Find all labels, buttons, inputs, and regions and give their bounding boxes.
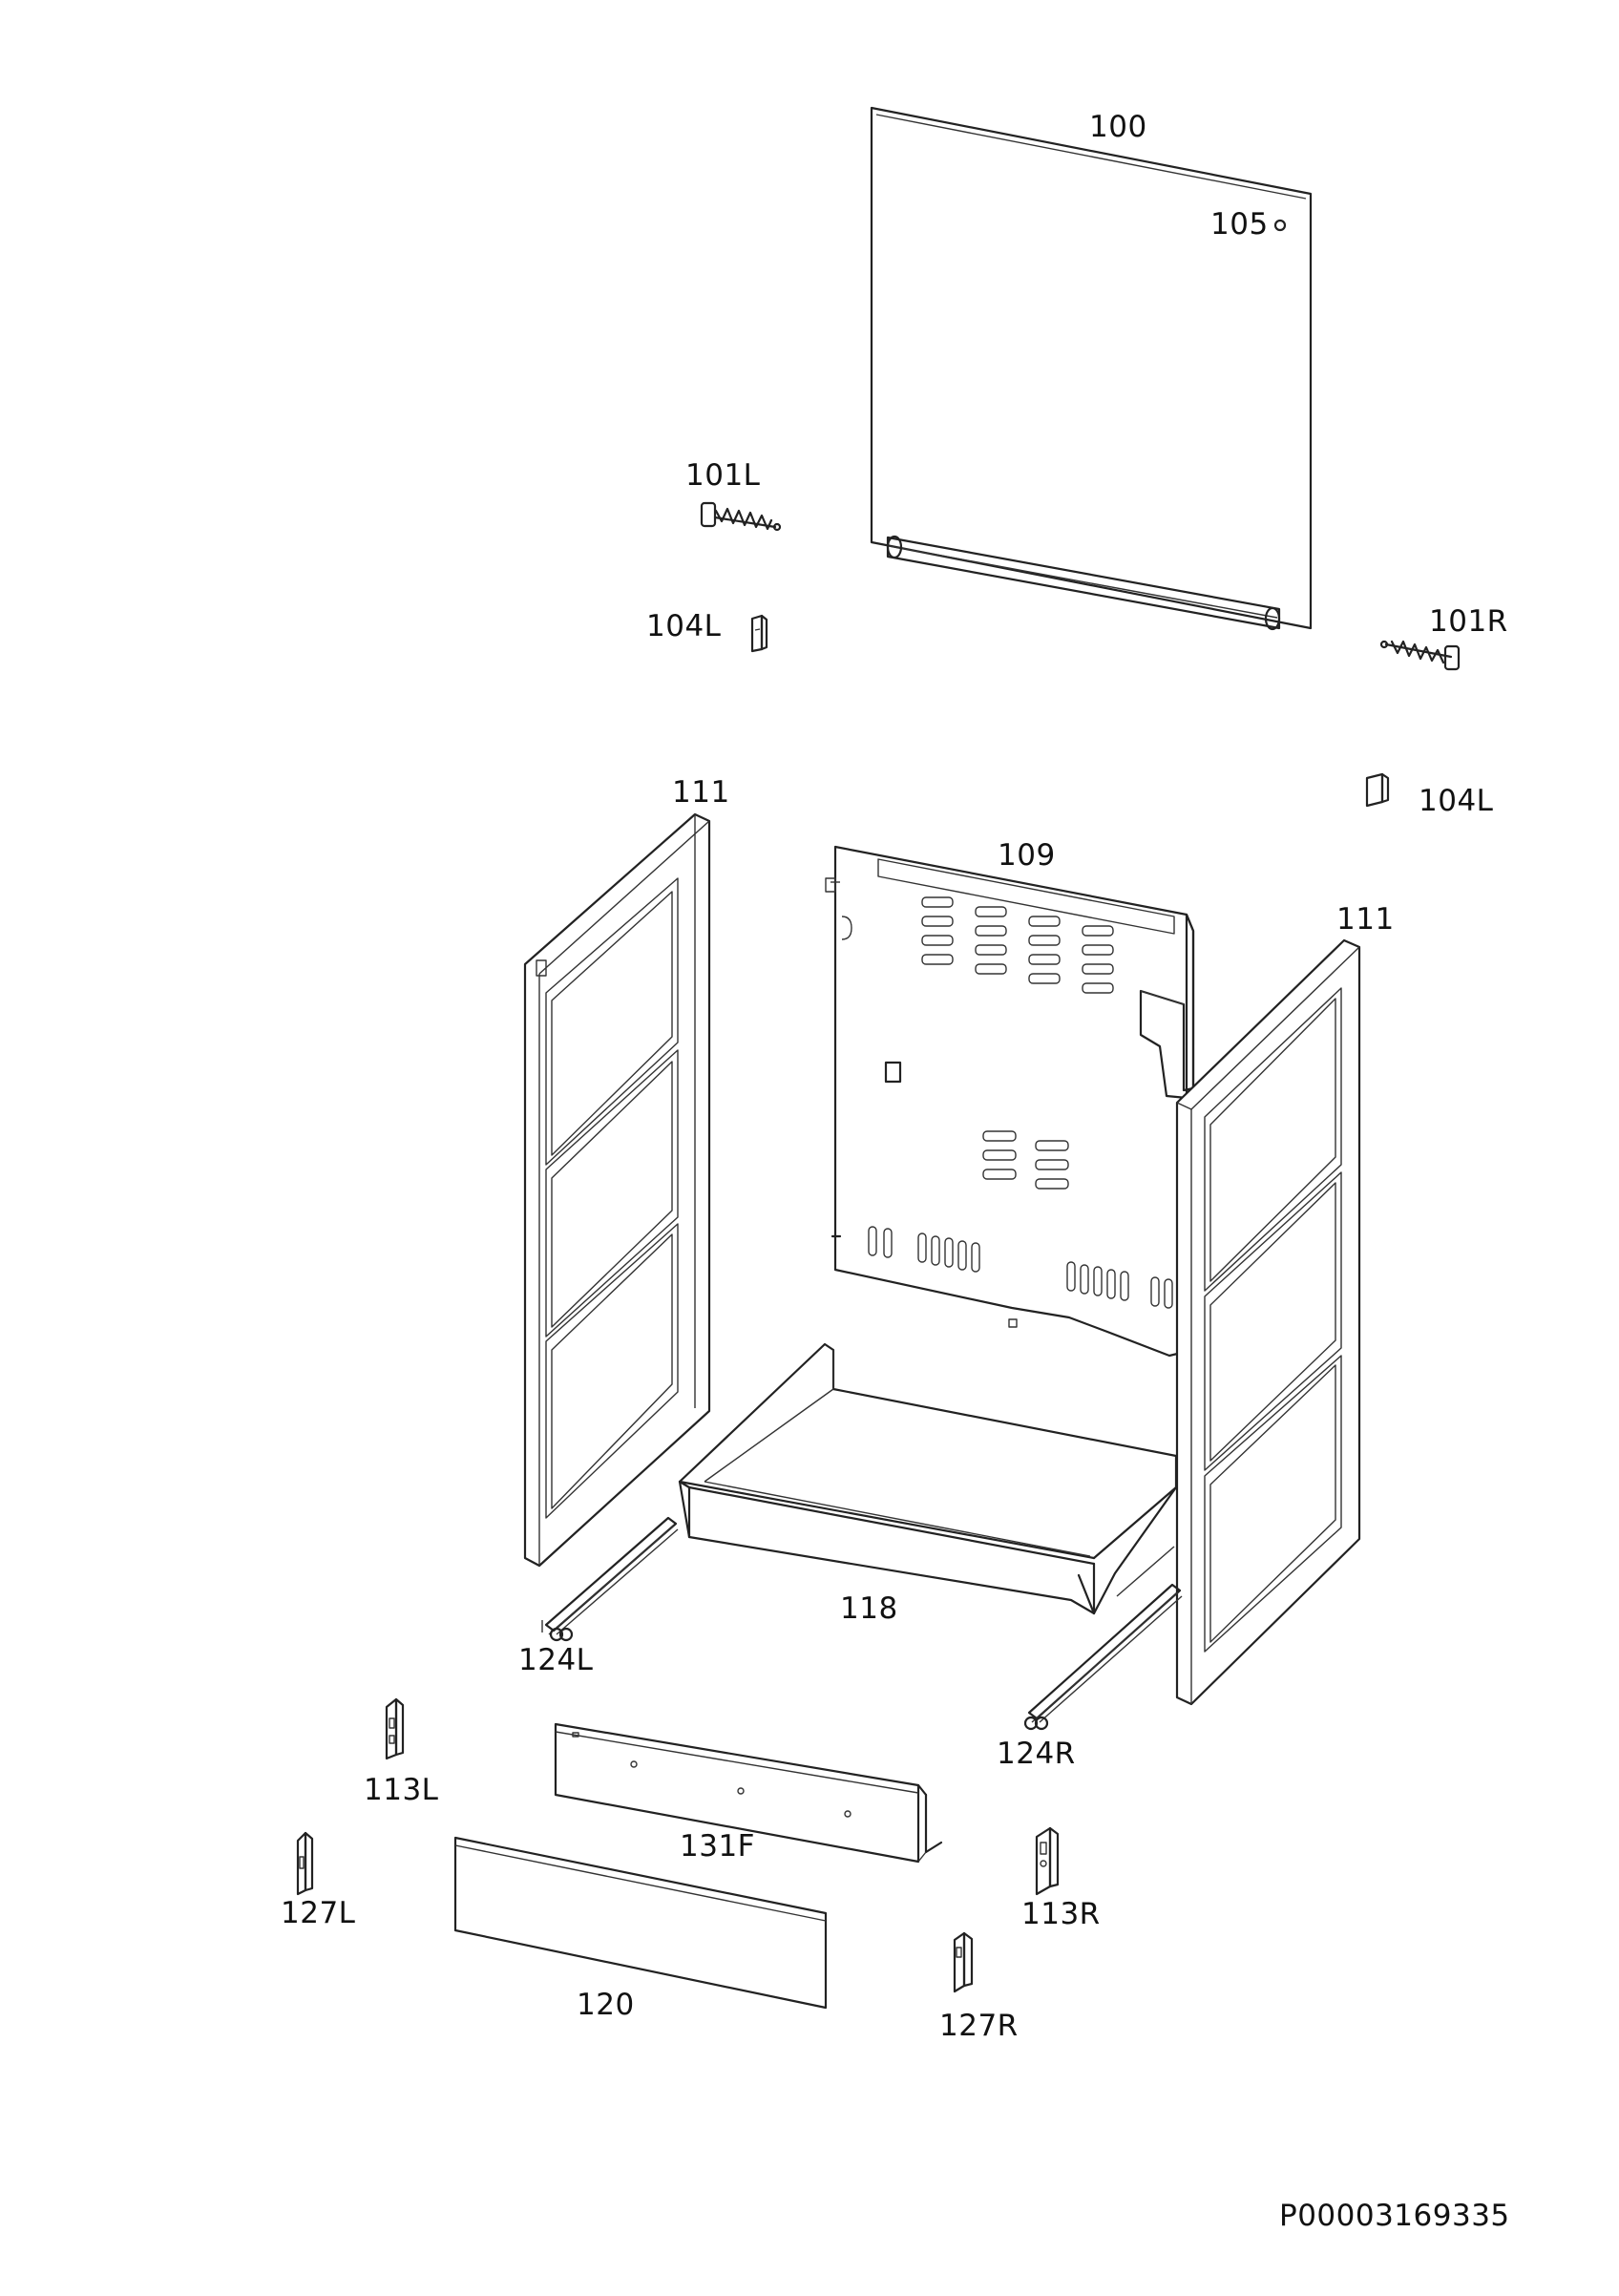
label-124R: 124R bbox=[997, 1737, 1076, 1771]
label-104L-right: 104L bbox=[1419, 784, 1494, 818]
part-111-left-side-panel bbox=[523, 812, 711, 1568]
part-120-drawer-front bbox=[453, 1836, 828, 2010]
part-100-lid-panel bbox=[870, 106, 1313, 631]
label-127L: 127L bbox=[281, 1896, 356, 1930]
part-101L-spring bbox=[700, 501, 782, 532]
label-111-left: 111 bbox=[672, 775, 730, 810]
label-118: 118 bbox=[840, 1591, 898, 1626]
back-panel-louvers-middle bbox=[982, 1130, 1069, 1190]
label-100: 100 bbox=[1089, 110, 1147, 144]
part-111-right-side-panel bbox=[1175, 938, 1361, 1706]
part-113R-bracket bbox=[1035, 1826, 1060, 1896]
back-panel-slots-bottom bbox=[868, 1226, 1173, 1309]
part-124R-rail bbox=[1023, 1546, 1183, 1731]
label-113R: 113R bbox=[1021, 1897, 1101, 1931]
label-104L-left: 104L bbox=[646, 609, 722, 643]
drawing-code: P00003169335 bbox=[1279, 2199, 1510, 2233]
label-109: 109 bbox=[998, 838, 1056, 873]
back-panel-louvers-top bbox=[921, 896, 1114, 994]
part-101R-spring bbox=[1379, 640, 1461, 671]
part-104L-bracket-right bbox=[1365, 772, 1390, 808]
part-113L-bracket bbox=[385, 1697, 405, 1760]
label-113L: 113L bbox=[364, 1773, 439, 1807]
label-127R: 127R bbox=[939, 2009, 1019, 2043]
part-131F-front-plate bbox=[554, 1722, 943, 1864]
part-118-bottom-tray bbox=[678, 1342, 1178, 1615]
label-111-right: 111 bbox=[1336, 902, 1395, 937]
part-105-bumper bbox=[1273, 219, 1287, 232]
label-124L: 124L bbox=[518, 1643, 594, 1677]
label-131F: 131F bbox=[680, 1829, 756, 1864]
part-127L-bracket bbox=[296, 1831, 314, 1896]
label-120: 120 bbox=[577, 1988, 635, 2022]
part-127R-bracket bbox=[953, 1931, 974, 1993]
part-104L-bracket-left bbox=[750, 614, 768, 653]
label-105: 105 bbox=[1210, 207, 1269, 242]
label-101L: 101L bbox=[685, 458, 761, 493]
part-124L-rail bbox=[541, 1516, 679, 1642]
part-109-back-panel bbox=[825, 845, 1195, 1358]
label-101R: 101R bbox=[1429, 604, 1508, 639]
